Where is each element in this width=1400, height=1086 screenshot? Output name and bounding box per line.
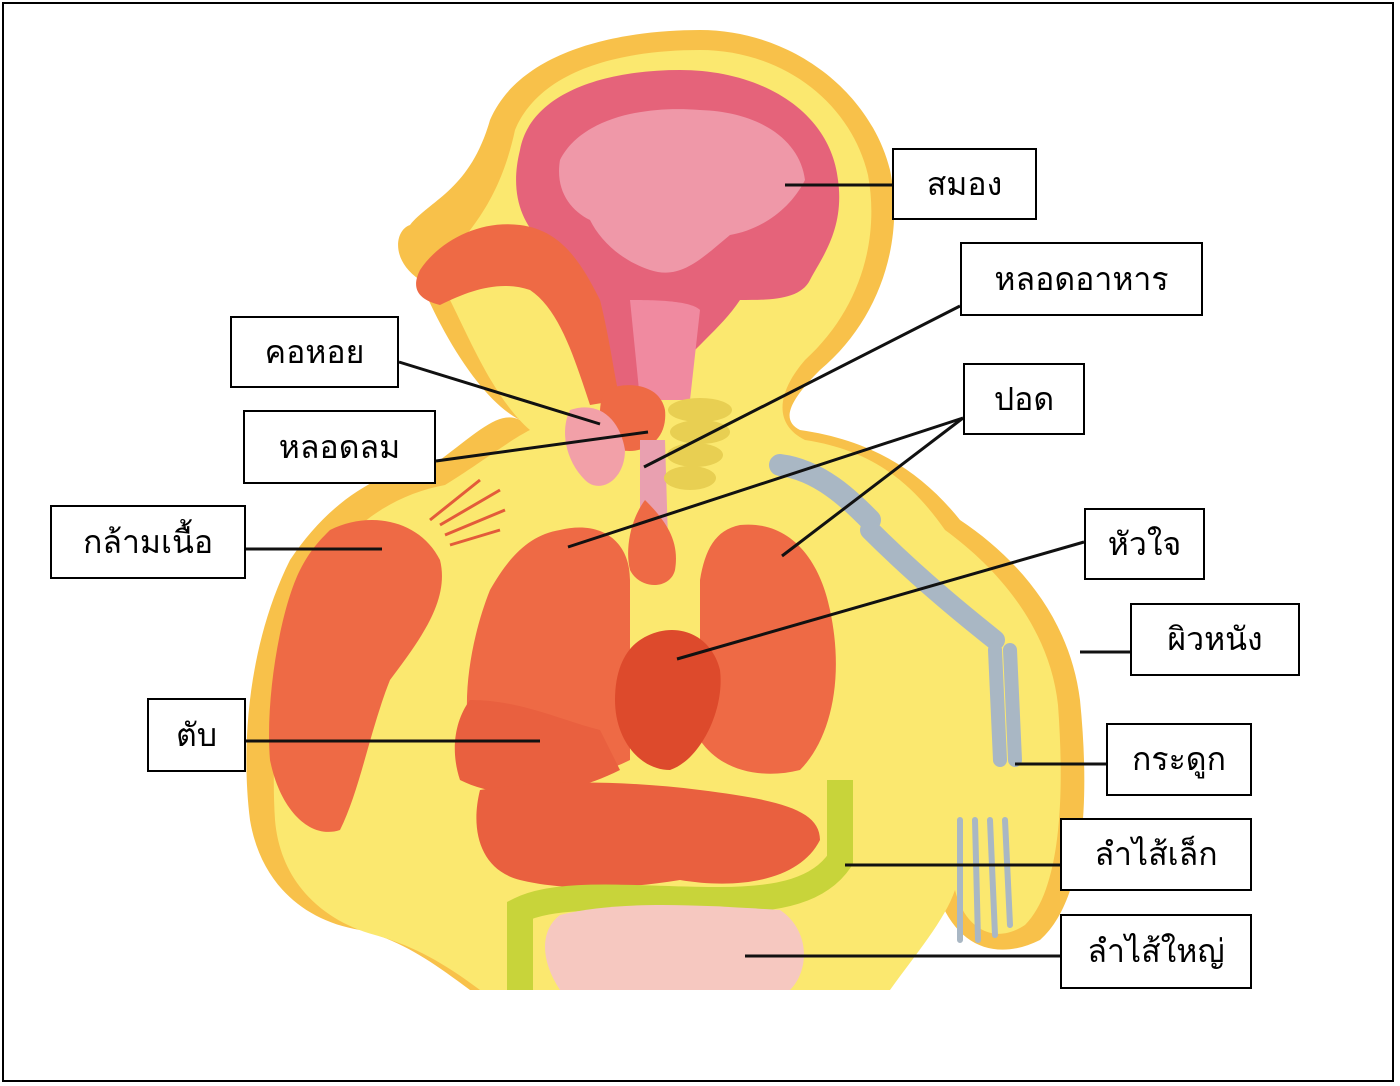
label-liver: ตับ xyxy=(147,698,246,772)
label-skin: ผิวหนัง xyxy=(1130,603,1300,676)
label-throat: คอหอย xyxy=(230,316,399,388)
label-trachea: หลอดลม xyxy=(243,410,436,484)
label-heart: หัวใจ xyxy=(1084,508,1205,580)
brain-stem xyxy=(630,300,700,400)
label-bone: กระดูก xyxy=(1106,723,1252,796)
label-small-intestine: ลำไส้เล็ก xyxy=(1060,818,1252,891)
small-intestine xyxy=(545,905,804,990)
label-large-intestine: ลำไส้ใหญ่ xyxy=(1060,914,1252,989)
label-brain: สมอง xyxy=(892,148,1037,220)
label-muscle: กล้ามเนื้อ xyxy=(50,505,246,579)
label-lungs: ปอด xyxy=(963,363,1085,435)
label-esophagus: หลอดอาหาร xyxy=(960,242,1203,316)
